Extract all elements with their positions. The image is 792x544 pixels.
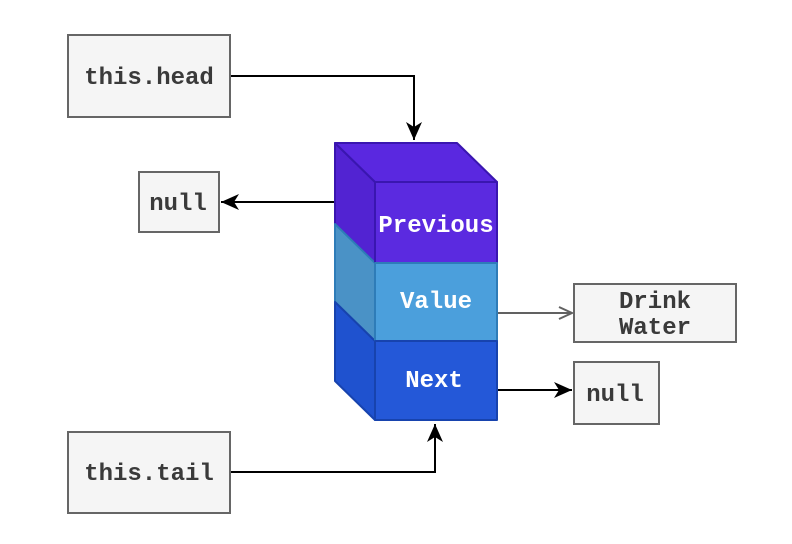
- value-face-label: Value: [400, 289, 472, 316]
- value-content-line2: Water: [619, 315, 691, 342]
- value-content-box: Drink Water: [573, 283, 737, 343]
- arrows: [221, 75, 575, 473]
- tail-pointer-label: this.tail: [84, 461, 214, 488]
- head-pointer-box: this.head: [67, 34, 231, 118]
- next-null-box: null: [573, 361, 660, 425]
- next-null-rect: [573, 361, 660, 425]
- value-content-line1: Drink: [619, 289, 691, 316]
- previous-face-label: Previous: [378, 213, 493, 240]
- head-to-node-arrow: [230, 75, 422, 140]
- linked-list-node: Previous Value Next: [334, 142, 498, 421]
- next-face-label: Next: [405, 368, 463, 395]
- previous-null-label: null: [149, 191, 207, 218]
- tail-pointer-rect: [67, 431, 231, 514]
- previous-null-box: null: [138, 171, 220, 233]
- value-content-rect: [573, 283, 737, 343]
- head-pointer-label: this.head: [84, 65, 214, 92]
- previous-null-rect: [138, 171, 220, 233]
- head-pointer-rect: [67, 34, 231, 118]
- tail-pointer-box: this.tail: [67, 431, 231, 514]
- next-front-face: [374, 340, 498, 421]
- next-null-label: null: [586, 382, 644, 409]
- value-front-face: [374, 262, 498, 342]
- tail-to-node-arrow: [230, 424, 443, 473]
